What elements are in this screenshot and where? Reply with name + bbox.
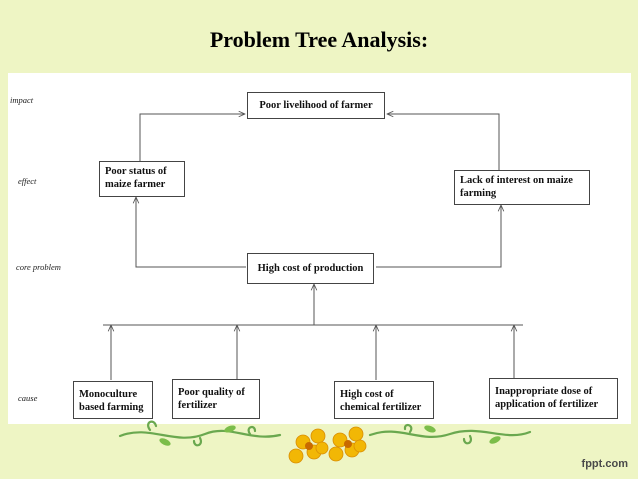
flower-cluster xyxy=(288,426,367,464)
node-cause-2: Poor quality of fertilizer xyxy=(172,379,260,419)
node-core-problem: High cost of production xyxy=(247,253,374,284)
level-label-cause: cause xyxy=(18,393,38,403)
level-label-core-problem: core problem xyxy=(16,262,61,272)
node-cause-3: High cost of chemical fertilizer xyxy=(334,381,434,419)
node-cause-1: Monoculture based farming xyxy=(73,381,153,419)
connector-right-effect-impact xyxy=(387,114,500,170)
slide-title: Problem Tree Analysis: xyxy=(209,27,429,52)
fppt-brand: fppt.com xyxy=(581,458,628,470)
connector-left-effect-impact xyxy=(139,114,245,161)
node-effect-left: Poor status of maize farmer xyxy=(99,161,185,197)
connector-core-right-effect xyxy=(376,205,501,268)
problem-tree-diagram: impact effect core problem cause Poor li… xyxy=(8,73,631,424)
node-cause-4: Inappropriate dose of application of fer… xyxy=(489,378,618,419)
connector-core-left-effect xyxy=(136,197,246,268)
connector-lines xyxy=(103,73,523,380)
flower-vine-decoration xyxy=(118,420,532,464)
level-label-effect: effect xyxy=(18,176,37,186)
vine-right xyxy=(368,429,532,438)
node-impact: Poor livelihood of farmer xyxy=(247,92,385,119)
vine-left xyxy=(118,429,282,439)
node-effect-right: Lack of interest on maize farming xyxy=(454,170,590,205)
level-label-impact: impact xyxy=(10,95,34,105)
